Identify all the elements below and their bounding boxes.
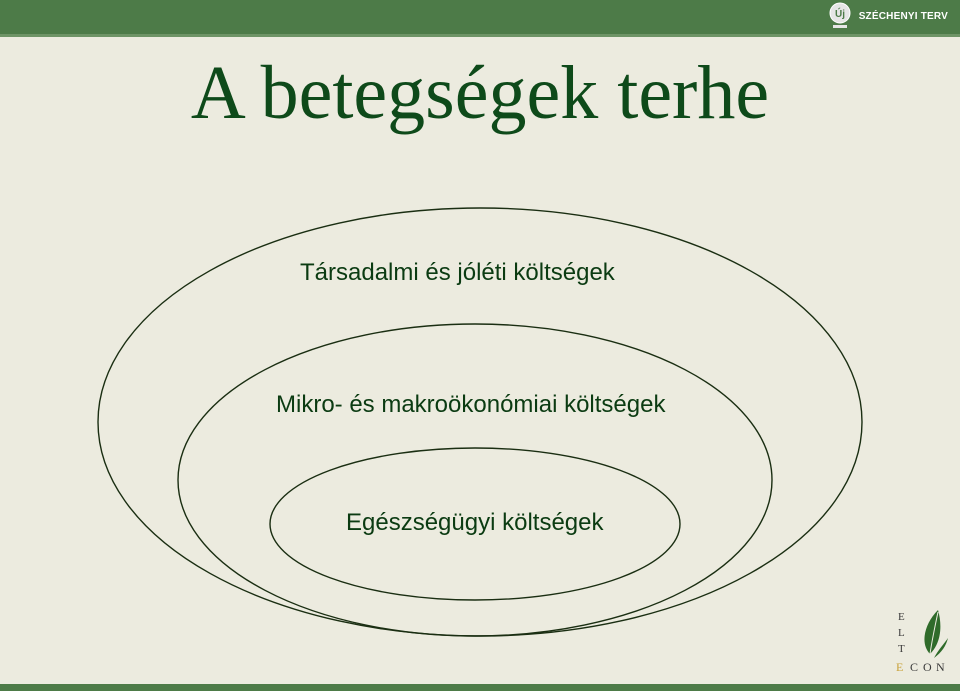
leaf-icon <box>924 610 948 658</box>
logo-letter: T <box>898 643 905 655</box>
elte-econ-logo: E L T E C O N <box>890 606 952 678</box>
inner-ellipse <box>269 447 681 601</box>
logo-letter: E <box>896 660 903 674</box>
middle-ellipse-label: Mikro- és makroökonómiai költségek <box>276 391 666 418</box>
footer-bar <box>0 684 960 691</box>
logo-letter: O <box>923 660 932 674</box>
middle-ellipse <box>177 323 773 637</box>
inner-ellipse-label: Egészségügyi költségek <box>346 509 604 536</box>
szechenyi-terv-logo: Új SZÉCHENYI TERV <box>827 2 948 30</box>
szechenyi-logo-text: SZÉCHENYI TERV <box>858 10 948 22</box>
logo-letter: E <box>898 611 905 623</box>
page-title: A betegségek terhe <box>190 51 770 135</box>
logo-letter: N <box>936 660 945 674</box>
logo-letter: L <box>898 627 905 639</box>
logo-letter: C <box>910 660 918 674</box>
svg-text:Új: Új <box>835 7 845 20</box>
header-bar-edge <box>0 34 960 37</box>
header-bar <box>0 0 960 34</box>
szechenyi-logo-icon: Új <box>827 2 853 30</box>
outer-ellipse-label: Társadalmi és jóléti költségek <box>300 259 615 286</box>
